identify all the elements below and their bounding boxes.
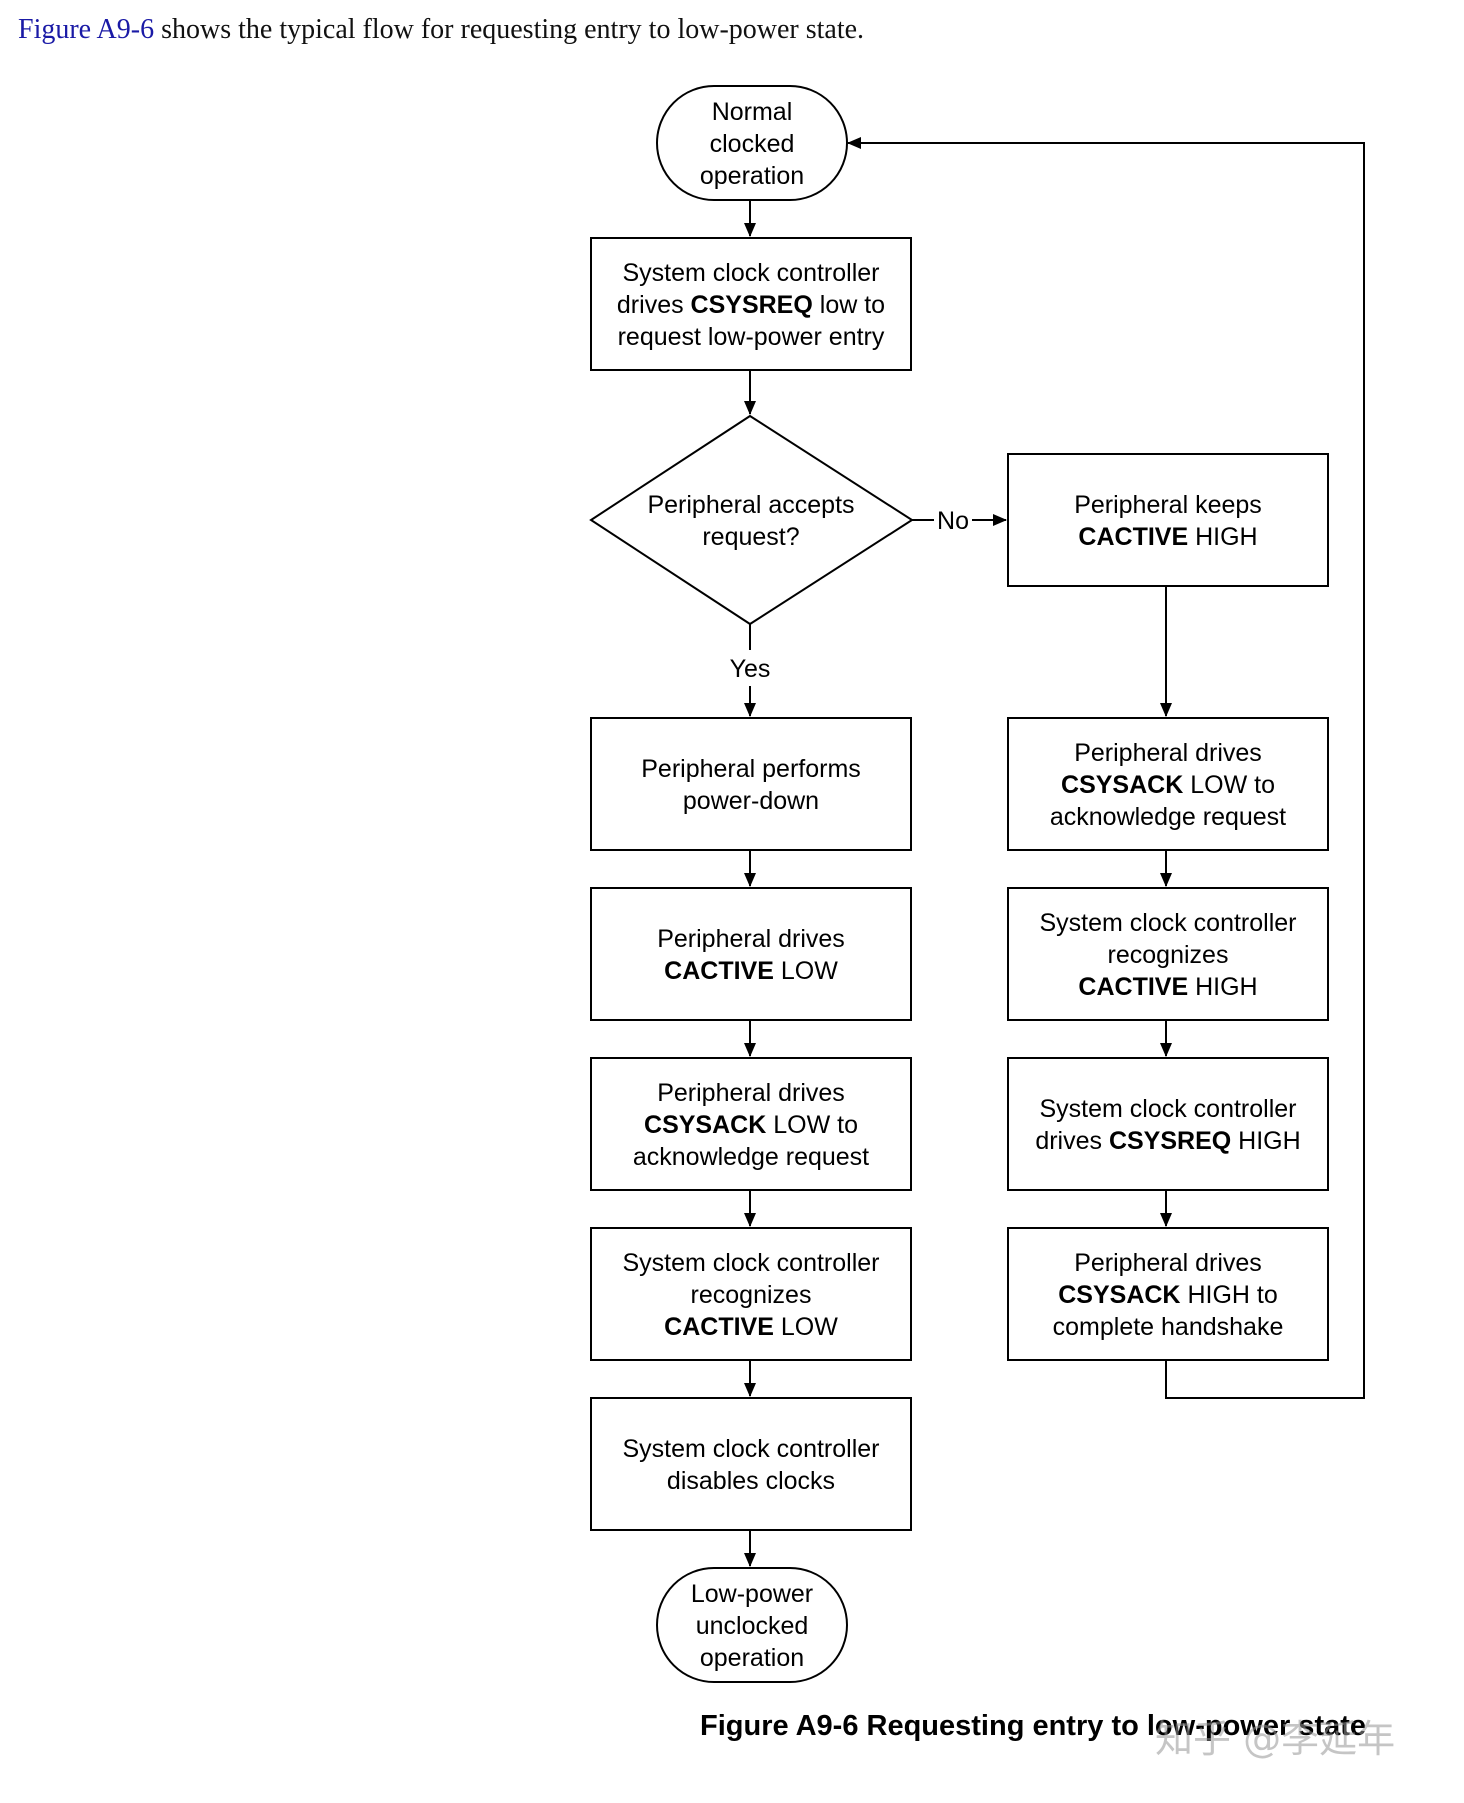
intro-text: shows the typical flow for requesting en… (154, 14, 865, 45)
watermark: 知乎 @李延年 (1155, 1717, 1396, 1761)
arrow-loop-back-to-start (847, 137, 1365, 1399)
keeps-cactive-high-box (1007, 453, 1329, 587)
recognizes-cactive-low-box (590, 1227, 912, 1361)
no-label: No (937, 507, 969, 535)
shapes (589, 85, 1329, 1683)
disable-clocks-box (590, 1397, 912, 1531)
accepts-request-decision (589, 414, 914, 626)
figure-caption: Figure A9-6 Requesting entry to low-powe… (700, 1710, 1367, 1742)
connectors (744, 137, 1365, 1567)
figure-xref-link[interactable]: Figure A9-6 (18, 14, 155, 45)
cactive-low-box (590, 887, 912, 1021)
recognizes-cactive-high-box (1007, 887, 1329, 1021)
csysack-low-box (590, 1057, 912, 1191)
csysreq-high-box (1007, 1057, 1329, 1191)
request-lowpower-box (590, 237, 912, 371)
intro-sentence: Figure A9-6 shows the typical flow for r… (18, 14, 864, 46)
csysack-high-box (1007, 1227, 1329, 1361)
no-csysack-low-box (1007, 717, 1329, 851)
yes-label: Yes (730, 655, 771, 683)
start-terminal (656, 85, 848, 201)
powerdown-box (590, 717, 912, 851)
end-terminal (656, 1567, 848, 1683)
